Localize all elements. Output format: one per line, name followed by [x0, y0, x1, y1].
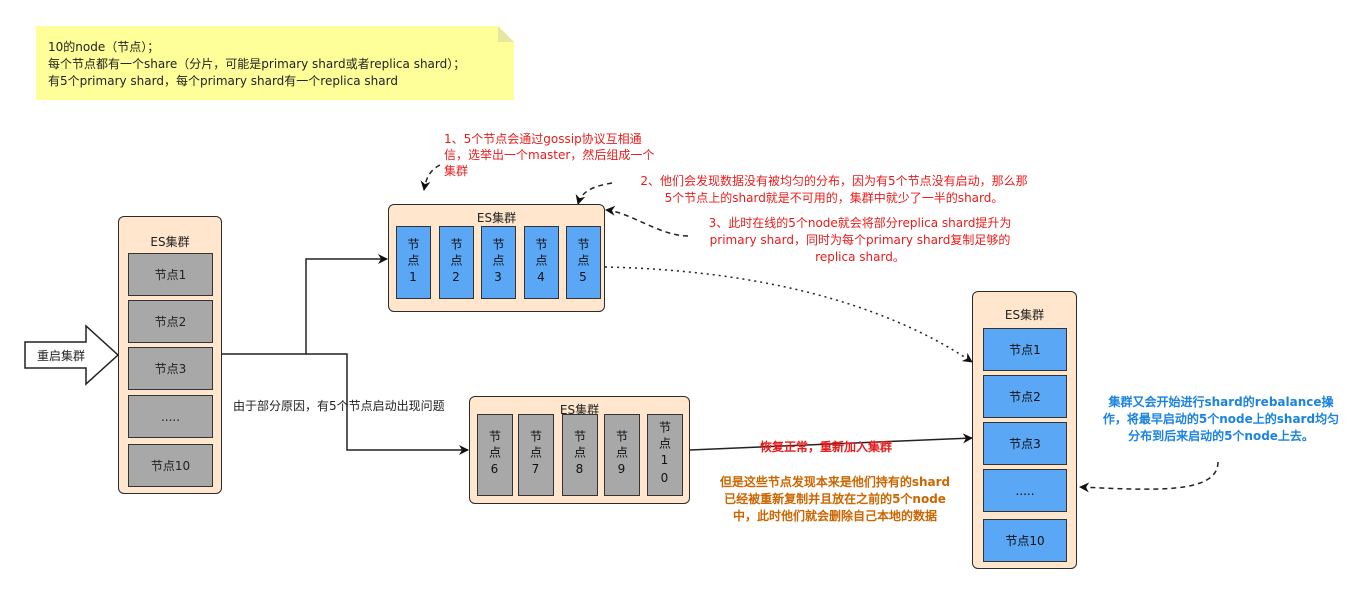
node-10: 节点10 — [128, 444, 213, 487]
annotation-delete: 但是这些节点发现本来是他们持有的shard 已经被重新复制并且放在之前的5个no… — [700, 474, 970, 525]
top-cluster: ES集群 节点1 节点2 节点3 节点4 节点5 — [388, 204, 605, 312]
node-ellipsis: ..... — [983, 469, 1067, 512]
left-cluster: ES集群 节点1 节点2 节点3 ..... 节点10 — [118, 216, 222, 494]
cluster-title: ES集群 — [559, 403, 600, 417]
bottom-cluster: ES集群 节点6 节点7 节点8 节点9 节点10 — [469, 396, 690, 504]
dashed-arrow-step2 — [575, 182, 613, 205]
node-1: 节点1 — [128, 253, 213, 296]
note-line: 10的node（节点）； — [48, 40, 160, 54]
annotation-line: 2、他们会发现数据没有被均匀的分布，因为有5个节点没有启动，那么那 — [640, 174, 1028, 188]
annotation-problem: 由于部分原因，有5个节点启动出现问题 — [233, 399, 445, 413]
restart-cluster-arrow: 重启集群 — [24, 324, 120, 386]
dashed-arrow-rebalance — [1079, 461, 1219, 493]
annotation-rebalance: 集群又会开始进行shard的rebalance操 作，将最早启动的5个node上… — [1092, 394, 1350, 445]
node-3: 节点3 — [983, 422, 1067, 465]
node-3: 节点3 — [128, 347, 213, 390]
node-5: 节点5 — [566, 226, 601, 299]
node-ellipsis: ..... — [128, 395, 213, 438]
annotation-line: 3、此时在线的5个node就会将部分replica shard提升为 — [708, 216, 1012, 230]
dotted-arrow-to-right-cluster — [604, 266, 973, 363]
dashed-arrow-step1 — [420, 164, 441, 191]
annotation-line: 1、5个节点会通过gossip协议互相通 — [444, 132, 642, 146]
annotation-line: replica shard。 — [815, 250, 905, 264]
annotation-line: 中，此时他们就会删除自己本地的数据 — [732, 509, 937, 523]
arrow-to-top-cluster — [222, 254, 388, 355]
note-line: 每个节点都有一个share（分片，可能是primary shard或者repli… — [48, 57, 466, 71]
dashed-arrow-step3 — [605, 205, 689, 237]
node-2: 节点2 — [983, 375, 1067, 418]
node-10: 节点10 — [983, 519, 1067, 562]
node-1: 节点1 — [396, 226, 431, 299]
node-2: 节点2 — [128, 300, 213, 343]
annotation-line: 作，将最早启动的5个node上的shard均匀 — [1102, 412, 1340, 426]
note-fold — [498, 26, 514, 42]
node-3: 节点3 — [481, 226, 516, 299]
note-line: 有5个primary shard，每个primary shard有一个repli… — [48, 74, 398, 88]
node-8: 节点8 — [562, 414, 598, 496]
restart-label: 重启集群 — [36, 349, 85, 363]
node-10: 节点10 — [647, 414, 683, 496]
cluster-title: ES集群 — [1004, 308, 1045, 322]
node-1: 节点1 — [983, 328, 1067, 371]
annotation-line: 信，选举出一个master，然后组成一个 — [444, 148, 655, 162]
block-arrow-icon — [24, 324, 120, 386]
annotation-line: 5个节点上的shard就是不可用的，集群中就少了一半的shard。 — [664, 191, 1004, 205]
annotation-step1: 1、5个节点会通过gossip协议互相通 信，选举出一个master，然后组成一… — [444, 131, 684, 179]
cluster-title: ES集群 — [150, 235, 190, 249]
cluster-title: ES集群 — [476, 211, 517, 225]
info-note: 10的node（节点）； 每个节点都有一个share（分片，可能是primary… — [36, 26, 514, 100]
annotation-line: 已经被重新复制并且放在之前的5个node — [724, 492, 946, 506]
annotation-line: 集群 — [444, 164, 469, 178]
annotation-line: 但是这些节点发现本来是他们持有的shard — [719, 475, 951, 489]
annotation-step2: 2、他们会发现数据没有被均匀的分布，因为有5个节点没有启动，那么那 5个节点上的… — [614, 173, 1054, 207]
node-6: 节点6 — [477, 414, 513, 496]
annotation-step3: 3、此时在线的5个node就会将部分replica shard提升为 prima… — [690, 215, 1030, 266]
annotation-recover: 恢复正常，重新加入集群 — [760, 440, 893, 454]
annotation-line: 分布到后来启动的5个node上去。 — [1128, 429, 1314, 443]
node-9: 节点9 — [604, 414, 640, 496]
node-4: 节点4 — [524, 226, 559, 299]
node-2: 节点2 — [439, 226, 474, 299]
annotation-line: 集群又会开始进行shard的rebalance操 — [1108, 395, 1334, 409]
node-7: 节点7 — [518, 414, 554, 496]
right-cluster: ES集群 节点1 节点2 节点3 ..... 节点10 — [972, 291, 1077, 569]
annotation-line: primary shard，同时为每个primary shard复制足够的 — [709, 233, 1011, 247]
